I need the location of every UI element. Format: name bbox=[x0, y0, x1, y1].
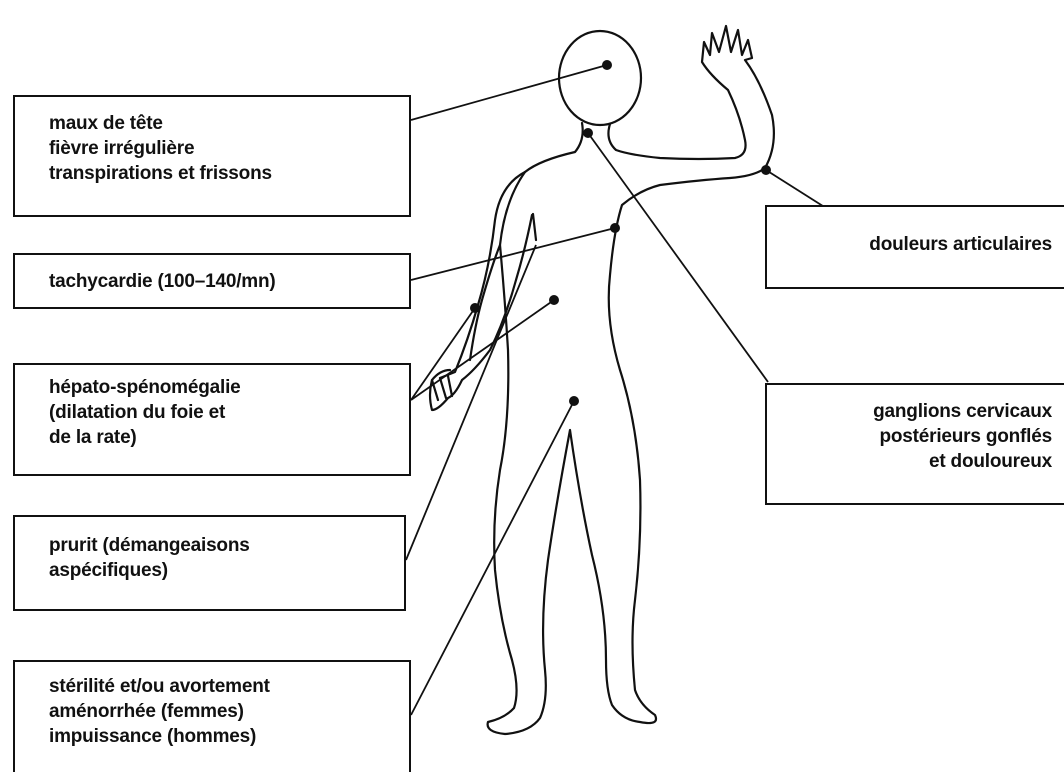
label-liver: hépato-spénomégalie (dilatation du foie … bbox=[49, 375, 409, 450]
human-body-outline bbox=[430, 26, 774, 734]
point-spleen bbox=[549, 295, 559, 305]
label-box-sterility: stérilité et/ou avortement aménorrhée (f… bbox=[13, 660, 411, 772]
symptom-points bbox=[470, 60, 771, 406]
label-box-head: maux de tête fièvre irrégulière transpir… bbox=[13, 95, 411, 217]
point-elbow bbox=[761, 165, 771, 175]
torso-legs-outline bbox=[440, 26, 774, 734]
point-neck bbox=[583, 128, 593, 138]
label-sterility: stérilité et/ou avortement aménorrhée (f… bbox=[49, 674, 409, 749]
label-head: maux de tête fièvre irrégulière transpir… bbox=[49, 111, 409, 186]
label-ganglia: ganglions cervicaux postérieurs gonflés … bbox=[767, 399, 1052, 474]
leader-line-liver-2 bbox=[411, 300, 554, 400]
leader-lines bbox=[406, 65, 826, 715]
label-heart: tachycardie (100–140/mn) bbox=[49, 269, 409, 294]
leader-line-joints bbox=[766, 170, 826, 208]
label-box-itch: prurit (démangeaisons aspécifiques) bbox=[13, 515, 406, 611]
leader-line-ganglia bbox=[588, 133, 768, 382]
leader-line-heart bbox=[411, 228, 615, 280]
point-groin bbox=[569, 396, 579, 406]
leader-line-sterility bbox=[411, 401, 574, 715]
point-liver bbox=[470, 303, 480, 313]
point-head bbox=[602, 60, 612, 70]
leader-line-head bbox=[411, 65, 607, 120]
label-itch: prurit (démangeaisons aspécifiques) bbox=[49, 533, 404, 583]
label-joints: douleurs articulaires bbox=[767, 232, 1052, 257]
head-outline bbox=[559, 31, 641, 125]
label-box-liver: hépato-spénomégalie (dilatation du foie … bbox=[13, 363, 411, 476]
label-box-ganglia: ganglions cervicaux postérieurs gonflés … bbox=[765, 383, 1064, 505]
label-box-joints: douleurs articulaires bbox=[765, 205, 1064, 289]
point-heart bbox=[610, 223, 620, 233]
label-box-heart: tachycardie (100–140/mn) bbox=[13, 253, 411, 309]
